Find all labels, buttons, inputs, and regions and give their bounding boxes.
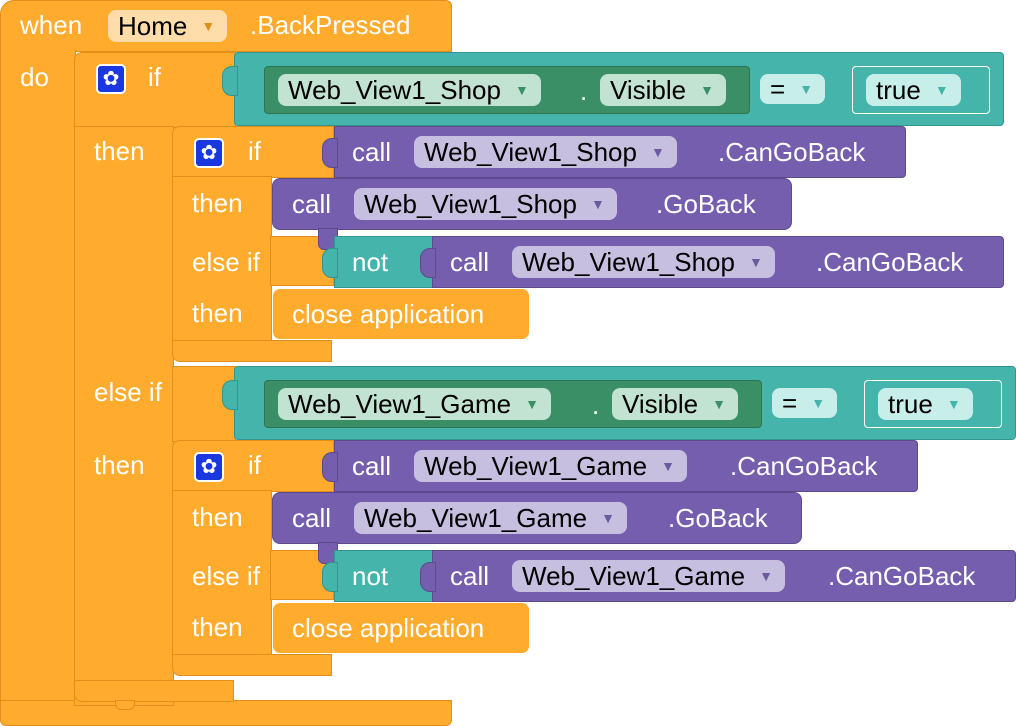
shop-view-dropdown-3[interactable]: Web_View1_Shop▼ (354, 188, 617, 220)
chevron-down-icon: ▼ (201, 18, 216, 34)
when-label: when (20, 10, 83, 40)
inner-if-2-spine (172, 490, 272, 666)
chevron-down-icon: ▼ (759, 568, 773, 584)
shop-cangoback-notch-2 (420, 248, 436, 278)
shop-true-dropdown[interactable]: true▼ (866, 74, 961, 106)
outer-then-label-2: then (94, 450, 145, 480)
outer-if-block-bottom (74, 680, 234, 702)
inner-if-1-then-2: then (192, 298, 243, 328)
game-cangoback-notch-2 (420, 562, 436, 592)
call-label: call (450, 247, 490, 277)
chevron-down-icon: ▼ (934, 82, 949, 98)
goback-method-1: .GoBack (656, 189, 756, 219)
chevron-down-icon: ▼ (811, 395, 826, 411)
inner-if-1-spine (172, 176, 272, 352)
shop-cangoback-notch-1 (322, 138, 338, 168)
chevron-down-icon: ▼ (514, 82, 529, 98)
event-block-left-arm (0, 50, 76, 710)
gear-icon[interactable]: ✿ (194, 452, 224, 482)
chevron-down-icon: ▼ (748, 254, 763, 270)
shop-view-dropdown-2[interactable]: Web_View1_Shop▼ (414, 136, 677, 168)
inner-if-1-elseif: else if (192, 247, 260, 277)
cangoback-method-3: .CanGoBack (730, 451, 878, 481)
inner-if-2-label: if (248, 450, 261, 480)
call-label: call (352, 137, 392, 167)
chevron-down-icon: ▼ (525, 396, 539, 412)
outer-if-bottom-tab (115, 700, 135, 710)
gear-icon[interactable]: ✿ (96, 64, 126, 94)
outer-if-label: if (148, 62, 161, 92)
inner-if-1-label: if (248, 136, 261, 166)
outer-elseif-label: else if (94, 377, 162, 407)
not-label: not (352, 561, 389, 591)
shop-dot: . (580, 76, 588, 106)
goback-method-2: .GoBack (668, 503, 768, 533)
cangoback-method-2: .CanGoBack (816, 247, 964, 277)
shop-view-dropdown[interactable]: Web_View1_Shop▼ (278, 74, 541, 106)
close-application-block-1[interactable] (272, 288, 530, 340)
do-label: do (20, 62, 49, 92)
inner-if-2-bottom (172, 654, 332, 676)
inner-if-2-elseif: else if (192, 561, 260, 591)
outer-if-block-spine (74, 126, 174, 706)
call-label: call (352, 451, 392, 481)
game-view-dropdown-3[interactable]: Web_View1_Game▼ (354, 502, 627, 534)
chevron-down-icon: ▼ (712, 396, 726, 412)
call-label: call (292, 503, 332, 533)
game-view-dropdown-2[interactable]: Web_View1_Game▼ (414, 450, 687, 482)
call-label: call (450, 561, 490, 591)
cangoback-method-1: .CanGoBack (718, 137, 866, 167)
game-equals-dropdown[interactable]: =▼ (772, 388, 838, 418)
inner-if-2-then-2: then (192, 612, 243, 642)
game-true-dropdown[interactable]: true▼ (878, 388, 973, 420)
shop-compare-notch (222, 66, 238, 96)
inner-if-2-then-1: then (192, 502, 243, 532)
game-dot: . (592, 390, 600, 420)
call-label: call (292, 189, 332, 219)
inner-if-1-then-1: then (192, 188, 243, 218)
game-property-dropdown[interactable]: Visible▼ (612, 388, 738, 420)
outer-then-label-1: then (94, 136, 145, 166)
cangoback-method-4: .CanGoBack (828, 561, 976, 591)
shop-view-dropdown-4[interactable]: Web_View1_Shop▼ (512, 246, 775, 278)
component-dropdown-home[interactable]: Home▼ (108, 10, 228, 42)
close-application-label: close application (292, 613, 485, 643)
shop-equals-dropdown[interactable]: =▼ (760, 74, 826, 104)
chevron-down-icon: ▼ (650, 144, 665, 160)
gear-icon[interactable]: ✿ (194, 138, 224, 168)
game-view-dropdown-4[interactable]: Web_View1_Game▼ (512, 560, 785, 592)
close-application-block-2[interactable] (272, 602, 530, 654)
shop-not-notch (322, 248, 338, 278)
chevron-down-icon: ▼ (661, 458, 675, 474)
game-not-notch (322, 562, 338, 592)
not-label: not (352, 247, 389, 277)
chevron-down-icon: ▼ (700, 82, 714, 98)
chevron-down-icon: ▼ (799, 81, 814, 97)
inner-if-1-bottom (172, 340, 332, 362)
event-block-footer (0, 700, 452, 726)
game-cangoback-notch-1 (322, 452, 338, 482)
chevron-down-icon: ▼ (946, 396, 961, 412)
event-name: .BackPressed (250, 10, 411, 40)
close-application-label: close application (292, 299, 485, 329)
game-view-dropdown[interactable]: Web_View1_Game▼ (278, 388, 551, 420)
chevron-down-icon: ▼ (590, 196, 605, 212)
shop-property-dropdown[interactable]: Visible▼ (600, 74, 726, 106)
game-compare-notch (222, 380, 238, 410)
chevron-down-icon: ▼ (601, 510, 615, 526)
